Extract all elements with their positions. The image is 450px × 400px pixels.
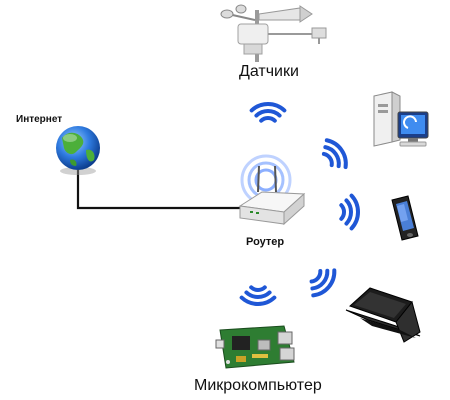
wave-to-sensors	[249, 102, 287, 123]
wave-to-desktop-arc	[321, 151, 334, 168]
internet-label: Интернет	[16, 114, 63, 125]
wave-to-phone	[339, 193, 360, 231]
desktop-computer-icon	[373, 91, 429, 147]
wave-to-desktop-arc	[324, 138, 348, 170]
wireless-waves	[239, 102, 360, 306]
wave-to-desktop-arc	[323, 145, 341, 169]
internet-cable	[76, 170, 244, 210]
wave-to-sensors-arc	[254, 109, 282, 118]
weather-station-icon	[220, 4, 327, 62]
sensors-label: Датчики	[239, 63, 299, 80]
router-icon	[238, 165, 306, 226]
wave-to-laptop	[309, 268, 337, 298]
wave-to-microcomputer	[239, 285, 277, 306]
wave-to-phone-arc	[344, 198, 353, 226]
globe-icon	[56, 126, 100, 175]
wave-to-microcomputer-arc	[239, 295, 277, 306]
router-label: Роутер	[246, 236, 285, 248]
wave-to-desktop	[321, 138, 348, 170]
wave-to-phone-arc	[349, 193, 360, 231]
wave-to-laptop-arc	[309, 269, 323, 284]
wave-to-sensors-arc	[249, 102, 287, 113]
wave-to-microcomputer-arc	[244, 290, 272, 299]
laptop-icon	[345, 287, 421, 343]
smartphone-icon	[391, 195, 419, 241]
wave-to-phone-arc	[339, 203, 346, 221]
circuit-board-icon	[215, 325, 295, 369]
wave-to-microcomputer-arc	[249, 285, 267, 292]
wave-to-sensors-arc	[259, 116, 277, 123]
microcomputer-label: Микрокомпьютер	[194, 377, 322, 394]
wave-to-laptop-arc	[311, 268, 337, 298]
wave-to-laptop-arc	[310, 268, 330, 291]
